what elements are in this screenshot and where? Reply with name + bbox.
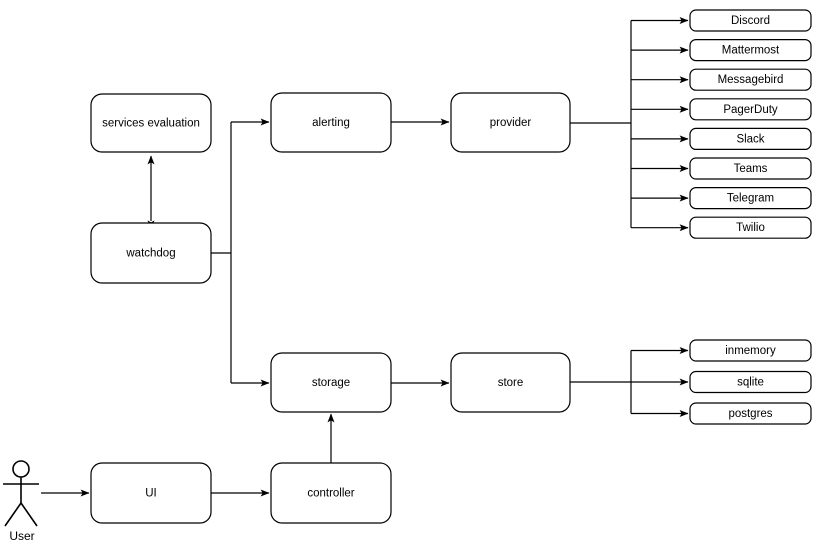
actor-leg-left: [4, 502, 22, 527]
node-label: storage: [312, 377, 350, 389]
node-box: [450, 92, 571, 153]
node-box: [90, 222, 212, 284]
node-box: [90, 93, 212, 153]
edge-store-fan: [630, 347, 689, 417]
leaf-label: Mattermost: [722, 45, 780, 57]
leaf-postgres[interactable]: postgres: [689, 402, 812, 425]
actor-head-icon: [12, 460, 30, 478]
leaf-mattermost[interactable]: Mattermost: [689, 38, 812, 62]
leaf-messagebird[interactable]: Messagebird: [689, 68, 812, 91]
leaf-box: [689, 216, 812, 239]
provider-leaf-layer: DiscordMattermostMessagebirdPagerDutySla…: [689, 9, 812, 239]
node-box: [270, 92, 392, 153]
node-watchdog[interactable]: watchdog: [90, 222, 212, 284]
leaf-box: [689, 157, 812, 180]
leaf-label: inmemory: [725, 345, 776, 357]
leaf-box: [689, 339, 812, 362]
leaf-label: Discord: [731, 15, 770, 27]
leaf-box: [689, 402, 812, 425]
actor-label: User: [9, 529, 34, 543]
edge-layer: [41, 17, 689, 497]
node-box: [90, 462, 212, 524]
node-box: [270, 462, 392, 524]
node-ui[interactable]: UI: [90, 462, 212, 524]
node-label: controller: [307, 488, 354, 500]
node-provider[interactable]: provider: [450, 92, 571, 153]
edge-provider-fan: [630, 17, 689, 232]
leaf-label: postgres: [728, 408, 772, 420]
leaf-label: Teams: [734, 163, 768, 175]
node-label: UI: [145, 488, 157, 500]
node-box: [450, 352, 571, 413]
leaf-box: [689, 9, 812, 32]
user-actor: User: [3, 460, 39, 543]
node-label: alerting: [312, 117, 350, 129]
leaf-pagerduty[interactable]: PagerDuty: [689, 98, 812, 121]
leaf-label: PagerDuty: [723, 104, 778, 116]
node-box: [270, 352, 392, 413]
leaf-box: [689, 187, 812, 210]
leaf-sqlite[interactable]: sqlite: [689, 370, 812, 394]
node-layer: services evaluation watchdog alerting provi…: [90, 92, 571, 524]
leaf-label: Telegram: [727, 193, 774, 205]
node-label: store: [498, 377, 524, 389]
leaf-telegram[interactable]: Telegram: [689, 187, 812, 210]
leaf-box: [689, 68, 812, 91]
leaf-discord[interactable]: Discord: [689, 9, 812, 32]
node-storage[interactable]: storage: [270, 352, 392, 413]
node-services-evaluation[interactable]: services evaluation: [90, 93, 212, 153]
leaf-twilio[interactable]: Twilio: [689, 216, 812, 239]
leaf-label: Twilio: [736, 222, 765, 234]
node-label: services evaluation: [102, 118, 200, 130]
store-leaf-layer: inmemory sqlite postgres: [689, 339, 812, 425]
node-controller[interactable]: controller: [270, 462, 392, 524]
leaf-label: Messagebird: [718, 74, 784, 86]
leaf-box: [689, 370, 812, 394]
leaf-box: [689, 127, 812, 150]
leaf-slack[interactable]: Slack: [689, 127, 812, 150]
leaf-box: [689, 38, 812, 62]
leaf-label: Slack: [736, 133, 764, 145]
node-store[interactable]: store: [450, 352, 571, 413]
node-alerting[interactable]: alerting: [270, 92, 392, 153]
leaf-teams[interactable]: Teams: [689, 157, 812, 180]
node-label: watchdog: [125, 248, 175, 260]
actor-leg-right: [20, 502, 38, 527]
leaf-label: sqlite: [737, 377, 764, 389]
node-label: provider: [490, 117, 532, 129]
leaf-inmemory[interactable]: inmemory: [689, 339, 812, 362]
leaf-box: [689, 98, 812, 121]
